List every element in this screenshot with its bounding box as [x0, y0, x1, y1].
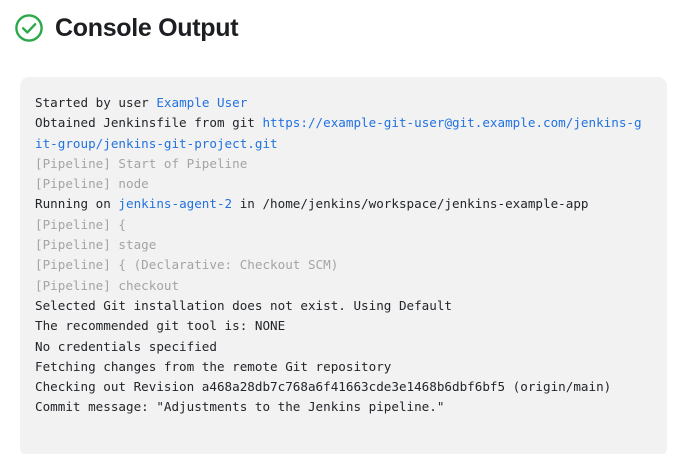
console-line: [Pipeline] checkout — [35, 276, 649, 296]
console-line: Checking out Revision a468a28db7c768a6f4… — [35, 377, 649, 397]
console-link[interactable]: jenkins-agent-2 — [118, 196, 233, 212]
console-line: The recommended git tool is: NONE — [35, 316, 649, 336]
console-text: in /home/jenkins/workspace/jenkins-examp… — [232, 196, 589, 212]
console-text: Started by user — [35, 95, 157, 110]
console-text: Checking out Revision a468a28db7c768a6f4… — [35, 379, 612, 395]
console-muted-text: [Pipeline] { (Declarative: Checkout SCM) — [35, 257, 339, 273]
console-line: Started by user Example User — [35, 93, 649, 113]
console-line: [Pipeline] Start of Pipeline — [35, 154, 649, 174]
console-muted-text: [Pipeline] { — [35, 216, 126, 232]
page-title: Console Output — [55, 13, 239, 42]
console-line: Obtained Jenkinsfile from git https://ex… — [35, 113, 649, 154]
console-line: [Pipeline] { (Declarative: Checkout SCM) — [35, 255, 649, 275]
console-text: The recommended git tool is: NONE — [35, 318, 286, 334]
console-line: Commit message: "Adjustments to the Jenk… — [35, 397, 649, 417]
console-line: [Pipeline] { — [35, 215, 649, 235]
console-link[interactable]: https://example-git-user@git.example.com… — [35, 115, 642, 151]
console-text: Commit message: "Adjustments to the Jenk… — [35, 399, 445, 415]
console-line: No credentials specified — [35, 337, 649, 357]
page-header: Console Output — [0, 0, 686, 44]
console-muted-text: [Pipeline] checkout — [35, 277, 180, 293]
console-text: Selected Git installation does not exist… — [35, 297, 453, 313]
console-muted-text: [Pipeline] node — [35, 176, 149, 192]
check-circle-icon — [14, 13, 44, 43]
console-text: Fetching changes from the remote Git rep… — [35, 358, 392, 374]
console-text: Obtained Jenkinsfile from git — [35, 115, 263, 131]
console-link[interactable]: Example User — [156, 95, 248, 110]
console-muted-text: [Pipeline] Start of Pipeline — [35, 155, 248, 171]
console-line: [Pipeline] stage — [35, 235, 649, 255]
console-text: Running on — [35, 196, 119, 212]
console-text: No credentials specified — [35, 338, 217, 354]
console-line: Running on jenkins-agent-2 in /home/jenk… — [35, 194, 649, 214]
console-line: [Pipeline] node — [35, 174, 649, 194]
console-line: Selected Git installation does not exist… — [35, 296, 649, 316]
console-muted-text: [Pipeline] stage — [35, 237, 157, 253]
console-line: Fetching changes from the remote Git rep… — [35, 357, 649, 377]
